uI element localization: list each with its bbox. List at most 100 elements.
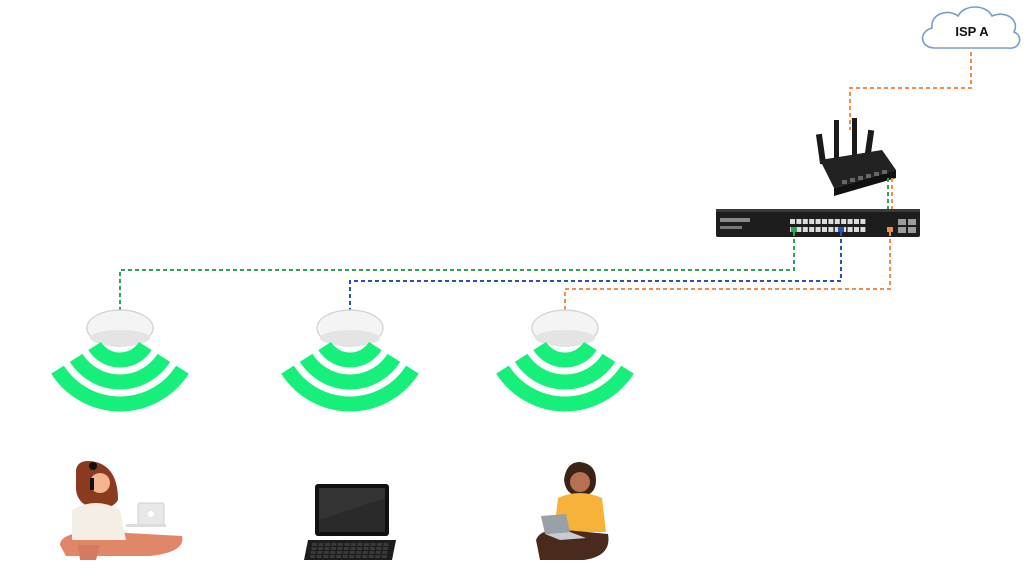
laptop-key [349,555,355,558]
woman-sitting-with-laptop-icon [536,462,609,560]
switch-port [822,219,827,224]
wifi-signal-arc [88,341,152,368]
sfp-port [898,219,906,225]
wifi-signal-arc [533,341,597,368]
wifi-signal-arc [51,365,189,412]
laptop-key [355,555,361,558]
laptop-key [331,543,337,546]
router-icon [815,118,896,196]
laptop-key [318,543,324,546]
access-points [51,309,634,412]
switch-port [822,227,827,232]
laptop-key [357,543,363,546]
laptop-key [330,547,336,550]
access-point-2 [281,309,419,412]
switch-port [834,227,840,232]
laptop-key [362,551,368,554]
laptop-key [324,547,330,550]
laptop-key [343,547,349,550]
laptop-key [362,555,368,558]
laptop-key [377,543,382,546]
laptop-key [336,555,342,558]
cloud-icon [921,6,1021,49]
laptop-key [381,555,387,558]
laptop-key [369,547,375,550]
laptop-key [364,543,369,546]
access-point-3 [496,309,634,412]
access-point-base [535,330,595,346]
wifi-signal-arc [496,365,634,412]
link-ap-2 [349,232,842,310]
sfp-port [898,227,906,233]
laptop-key [325,543,330,546]
laptop-key [330,551,336,554]
laptop-key [368,555,374,558]
laptop-key [343,551,349,554]
switch-port [847,227,853,232]
switch-port [796,227,802,232]
sfp-port [908,219,916,225]
wifi-signal-arc [281,365,419,412]
isp-cloud: ISP A [921,6,1021,49]
laptop-key [316,555,322,558]
switch-port [834,219,840,224]
switch-port [809,219,815,224]
port-orange [887,227,893,232]
switch-port [860,219,866,224]
laptop-key [356,551,362,554]
port-green [791,227,797,232]
wifi-signal-arc [514,353,616,390]
laptop-key [310,555,316,558]
link-ap-1 [119,232,795,310]
access-point-base [320,330,380,346]
laptop-key [310,551,316,554]
laptop-key [351,543,356,546]
access-point-1 [51,309,189,412]
laptop-key [312,543,317,546]
laptop-key [323,551,329,554]
laptop-keyboard [310,543,389,558]
network-switch-icon [716,209,920,237]
laptop-key [317,551,323,554]
laptop-key [317,547,323,550]
laptop-key [356,547,362,550]
link-ap-3 [564,232,891,310]
laptop-key [337,547,343,550]
laptop-key [338,543,343,546]
wifi-signal-arc [69,353,171,390]
laptop-key [382,547,388,550]
switch-port [802,219,808,224]
switch-port [790,219,795,224]
switch-port [860,227,866,232]
laptop-key [376,547,382,550]
laptop-key [350,547,356,550]
laptop-key [344,543,350,546]
switch-port [828,227,834,232]
laptop-key [369,551,375,554]
laptop-key [383,543,389,546]
laptop-key [323,555,329,558]
switch-port [809,227,815,232]
laptop-icon [304,484,396,560]
sfp-port [908,227,916,233]
wan-link [849,52,972,130]
laptop-key [329,555,335,558]
laptop-key [336,551,342,554]
laptop-key [370,543,376,546]
switch-port [841,219,847,224]
laptop-key [375,551,381,554]
laptop-key [311,547,317,550]
isp-label: ISP A [955,24,989,39]
laptop-key [342,555,348,558]
woman-on-phone-at-laptop-icon [60,461,183,560]
switch-port [854,227,859,232]
laptop-key [382,551,388,554]
port-blue [838,227,844,232]
switch-port [854,219,859,224]
switch-port [815,227,821,232]
laptop-key [375,555,381,558]
laptop-key [349,551,355,554]
switch-port [847,219,853,224]
switch-port [796,219,802,224]
